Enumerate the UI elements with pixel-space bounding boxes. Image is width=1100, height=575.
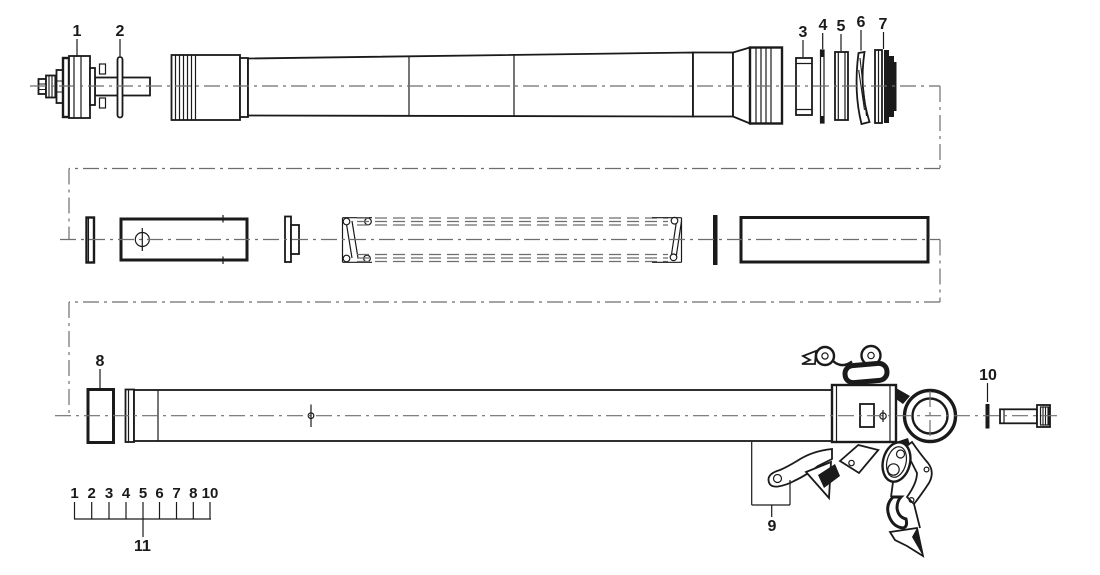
legend-item-7: 7 (172, 485, 180, 502)
part-6-disc-spring (855, 50, 871, 126)
callout-2-label: 2 (116, 23, 125, 40)
legend-item-10: 10 (202, 485, 219, 502)
callout-6-label: 6 (857, 14, 866, 31)
part-1-cap-assembly (37, 55, 151, 119)
callout-5-label: 5 (837, 18, 846, 35)
callout-9-label: 9 (768, 518, 777, 535)
part-3-bushing (795, 57, 813, 116)
assembly-legend: 1 2 3 4 5 6 7 8 10 11 (70, 485, 218, 555)
left-wing (800, 349, 818, 365)
legend-item-8: 8 (189, 485, 197, 502)
coil-spring (341, 216, 683, 263)
callout-10-label: 10 (979, 367, 997, 384)
spacer-tube (739, 216, 930, 264)
legend-ticks (73, 502, 211, 519)
legend-group-label: 11 (134, 538, 151, 555)
phantom-connector-lines (30, 85, 1058, 441)
hole-center-ticks (141, 228, 884, 427)
callout-7-label: 7 (879, 16, 888, 33)
legend-item-4: 4 (122, 485, 131, 502)
callout-1-label: 1 (73, 23, 82, 40)
part-9-axle-casting (767, 344, 958, 558)
left-arm (767, 448, 833, 488)
lower-hook (886, 495, 909, 530)
callout-leaders (76, 30, 989, 517)
legend-item-6: 6 (155, 485, 163, 502)
callout-4-label: 4 (819, 17, 828, 34)
arm-hole (772, 473, 783, 484)
callout-labels: 1 2 3 4 5 6 7 8 9 10 (73, 14, 997, 535)
legend-item-5: 5 (139, 485, 147, 502)
left-ear (814, 345, 836, 367)
callout-8-label: 8 (96, 353, 105, 370)
upper-tube (170, 46, 784, 125)
part-2-pin (116, 56, 124, 119)
clamp-band (842, 360, 890, 386)
spring-seat-washer (713, 215, 718, 265)
legend-item-2: 2 (88, 485, 96, 502)
brace-plate (838, 444, 880, 475)
legend-item-3: 3 (105, 485, 113, 502)
callout-3-label: 3 (799, 24, 808, 41)
legend-item-1: 1 (70, 485, 78, 502)
